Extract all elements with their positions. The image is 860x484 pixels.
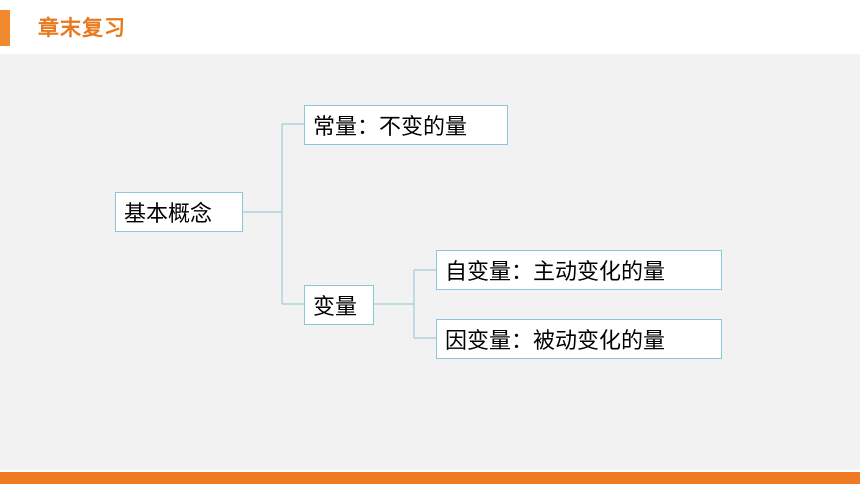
header-accent-bar (0, 10, 10, 46)
node-root: 基本概念 (115, 192, 243, 232)
node-variable: 变量 (304, 285, 374, 325)
node-independent: 自变量：主动变化的量 (436, 250, 722, 290)
page-title: 章末复习 (38, 16, 126, 40)
footer-stripe (0, 472, 860, 484)
header: 章末复习 (0, 0, 860, 54)
node-constant: 常量：不变的量 (304, 105, 508, 145)
connector-lines (243, 123, 436, 339)
node-dependent: 因变量：被动变化的量 (436, 319, 722, 359)
diagram-area: 基本概念 常量：不变的量 变量 自变量：主动变化的量 因变量：被动变化的量 (0, 54, 860, 470)
